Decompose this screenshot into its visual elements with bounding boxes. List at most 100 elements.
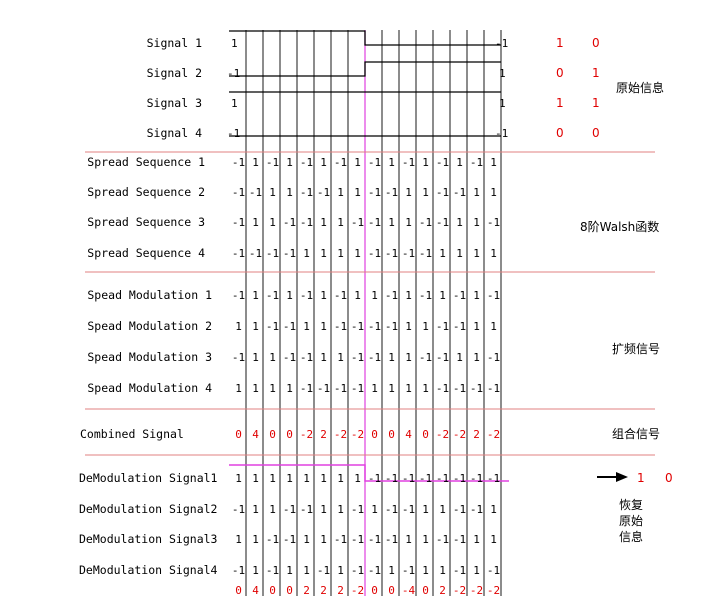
modulation-chip: -1: [266, 289, 279, 302]
spread-chip: 1: [337, 216, 344, 229]
demod-chip: 1: [490, 503, 497, 516]
demod-chip: 1: [337, 564, 344, 577]
modulation-chip: 1: [439, 289, 446, 302]
spread-chip: -1: [232, 156, 245, 169]
demod-wave-1: [229, 464, 509, 482]
combined-section-title: 组合信号: [612, 426, 660, 441]
spread-label-3: Spread Sequence 3: [87, 215, 205, 229]
demod-label-2: DeModulation Signal2: [79, 502, 217, 516]
recovered-bit-b: 0: [665, 471, 673, 485]
demod-chip: -1: [368, 533, 381, 546]
modulation-chip: 1: [320, 289, 327, 302]
demod-chip: 1: [252, 564, 259, 577]
modulation-chip: -1: [419, 289, 432, 302]
modulation-chip: -1: [470, 382, 483, 395]
modulation-chip: -1: [487, 382, 500, 395]
signal-label-1: Signal 1: [147, 36, 202, 50]
demod-label-4: DeModulation Signal4: [79, 563, 218, 577]
original-section-title: 原始信息: [616, 80, 664, 95]
demod-chip: -1: [385, 503, 398, 516]
demod-chip: 1: [388, 564, 395, 577]
spread-label-2: Spread Sequence 2: [87, 185, 205, 199]
demod-chip: -1: [351, 564, 364, 577]
modulation-chip: -1: [351, 320, 364, 333]
demod-chip: -1: [487, 472, 500, 485]
demod-chip: 1: [422, 533, 429, 546]
spread-chip: -1: [436, 156, 449, 169]
demod-chip: -1: [300, 503, 313, 516]
original-section: Signal 1 Signal 2 Signal 3 Signal 4 1 -1…: [147, 36, 664, 140]
demod-chip: 1: [473, 533, 480, 546]
combined-chip: 0: [371, 428, 378, 441]
spread-label-1: Spread Sequence 1: [87, 155, 205, 169]
signal-start-value-3: 1: [231, 97, 238, 110]
demod-sum-chip: 0: [235, 584, 242, 597]
spread-chip: 1: [354, 247, 361, 260]
spread-chip: 1: [473, 216, 480, 229]
recovered-bit-a: 1: [637, 471, 645, 485]
spread-chip: 1: [422, 186, 429, 199]
combined-chip: 2: [320, 428, 327, 441]
spread-chip: -1: [300, 156, 313, 169]
spread-chip: -1: [283, 247, 296, 260]
spread-chip: -1: [317, 186, 330, 199]
demod-chip: -1: [368, 564, 381, 577]
modulation-chip: 1: [337, 351, 344, 364]
demod-chip: 1: [252, 503, 259, 516]
modulation-chip: 1: [320, 320, 327, 333]
modulation-chip: -1: [334, 320, 347, 333]
demod-sum-chip: 2: [439, 584, 446, 597]
modulation-chip: -1: [487, 351, 500, 364]
demod-chip: -1: [266, 533, 279, 546]
signal-end-value-3: 1: [499, 97, 506, 110]
demod-title-line-2: 原始: [619, 514, 643, 528]
demod-chip: -1: [402, 503, 415, 516]
modulation-chip: 1: [422, 382, 429, 395]
modulation-chip: 1: [371, 289, 378, 302]
modulation-chip: 1: [320, 351, 327, 364]
modulation-chip: -1: [487, 289, 500, 302]
spread-chip: 1: [388, 156, 395, 169]
spread-chip: -1: [402, 247, 415, 260]
spread-label-4: Spread Sequence 4: [87, 246, 205, 260]
modulation-chip: -1: [300, 382, 313, 395]
combined-chip: 0: [286, 428, 293, 441]
spread-chip: -1: [368, 186, 381, 199]
spread-chip: -1: [453, 186, 466, 199]
demod-chip: 1: [439, 503, 446, 516]
demod-sum-chip: 4: [252, 584, 259, 597]
spread-section-title: 8阶Walsh函数: [580, 219, 659, 234]
demod-chip: -1: [385, 533, 398, 546]
signal-label-2: Signal 2: [147, 66, 202, 80]
demod-chip: -1: [436, 533, 449, 546]
modulation-chip: 1: [269, 382, 276, 395]
modulation-chip: 1: [252, 351, 259, 364]
modulation-chip: 1: [354, 289, 361, 302]
spread-chip: -1: [419, 216, 432, 229]
spread-chip: 1: [337, 247, 344, 260]
spread-chip: 1: [473, 247, 480, 260]
demod-chip: 1: [337, 503, 344, 516]
modulation-chip: 1: [473, 351, 480, 364]
modulation-chip: 1: [252, 289, 259, 302]
signal-bit-4b: 0: [592, 126, 600, 140]
demod-chip: 1: [320, 472, 327, 485]
modulation-chip: 1: [388, 351, 395, 364]
spread-chip: -1: [351, 216, 364, 229]
modulation-label-3: Spead Modulation 3: [87, 350, 212, 364]
signal-start-value-2: -1: [227, 67, 240, 80]
modulation-chip: 1: [405, 289, 412, 302]
spread-chip: 1: [405, 216, 412, 229]
modulation-chip: -1: [436, 351, 449, 364]
demod-chip: -1: [453, 503, 466, 516]
combined-chip: 0: [269, 428, 276, 441]
combined-chip: 4: [405, 428, 412, 441]
spread-chip: -1: [266, 156, 279, 169]
spread-chip: 1: [439, 247, 446, 260]
modulation-chip: -1: [436, 320, 449, 333]
demod-chip: -1: [453, 472, 466, 485]
